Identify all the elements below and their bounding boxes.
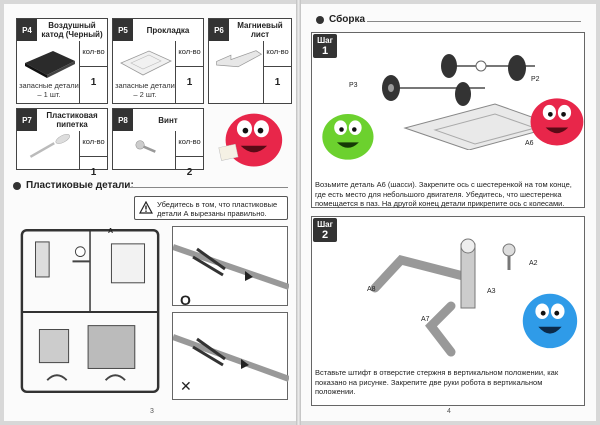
label-a7: A7 xyxy=(421,316,430,323)
qty-value: 1 xyxy=(186,77,193,88)
plastic-parts-title: Пластиковые детали: xyxy=(12,180,134,191)
part-code: P8 xyxy=(113,109,133,131)
qty-value: 1 xyxy=(90,167,97,178)
incorrect-cut-example xyxy=(171,312,291,400)
step-word: Шаг xyxy=(317,36,333,45)
chassis-axle-diagram xyxy=(382,54,559,150)
red-monster-illustration xyxy=(530,98,584,146)
part-name: Магниевый лист xyxy=(237,21,283,39)
label-p3: P3 xyxy=(349,82,358,89)
magnesium-sheet-image xyxy=(216,50,263,68)
divider xyxy=(128,187,288,188)
part-card-p6: P6 Магниевый лист кол-во 1 xyxy=(208,18,292,104)
label-a6: A6 xyxy=(525,140,534,147)
sprue-letter: A xyxy=(108,228,114,235)
blue-monster-illustration xyxy=(522,293,578,349)
cut-correct-image xyxy=(172,244,290,290)
part-card-p5: P5 Прокладка запасные детали – 2 шт. кол-… xyxy=(112,18,204,104)
label-a2: A2 xyxy=(529,260,538,267)
step-1-instructions: Возьмите деталь А6 (шасси). Закрепите ос… xyxy=(315,180,572,208)
plastic-sprue-diagram xyxy=(20,229,160,394)
label-a3: A3 xyxy=(487,288,496,295)
qty-label: кол-во xyxy=(176,131,203,157)
qty-value: 2 xyxy=(186,167,193,178)
divider xyxy=(367,21,581,22)
air-cathode-image xyxy=(25,51,75,78)
label-p2: P2 xyxy=(531,76,540,83)
warning-text: Убедитесь в том, что пластиковые детали … xyxy=(157,200,278,218)
gasket-image xyxy=(120,50,172,76)
qty-label: кол-во xyxy=(80,41,107,67)
warning-icon xyxy=(139,201,153,214)
part-code: P6 xyxy=(209,19,229,41)
correct-cut-example xyxy=(172,226,290,306)
assembly-title: Сборка xyxy=(315,14,365,25)
correct-mark: O xyxy=(180,292,191,308)
part-spare-note: запасные детали – 2 шт. xyxy=(115,81,175,99)
bullet-wave-icon xyxy=(13,181,21,190)
page-number: 4 xyxy=(447,408,451,415)
qty-label: кол-во xyxy=(264,41,291,67)
step-number: 2 xyxy=(321,229,329,241)
incorrect-mark: ✕ xyxy=(180,378,192,394)
part-code: P4 xyxy=(17,19,37,41)
part-card-p8: P8 Винт кол-во 2 xyxy=(112,108,204,178)
part-name: Прокладка xyxy=(146,25,190,35)
label-a8: A8 xyxy=(367,286,376,293)
green-monster-illustration xyxy=(322,113,374,160)
robot-arms-diagram xyxy=(370,238,516,357)
part-name: Пластиковая пипетка xyxy=(46,111,98,129)
page-number: 3 xyxy=(150,408,154,415)
part-card-p7: P7 Пластиковая пипетка кол-во 1 xyxy=(16,108,108,178)
step-number: 1 xyxy=(321,45,329,57)
part-name: Воздушный катод (Черный) xyxy=(41,21,103,39)
cut-incorrect-image xyxy=(171,334,291,382)
bullet-wave-icon xyxy=(316,15,324,24)
red-monster-illustration xyxy=(218,113,283,167)
part-name: Винт xyxy=(158,115,178,125)
plastic-parts-title-text: Пластиковые детали: xyxy=(26,180,134,191)
assembly-title-text: Сборка xyxy=(329,14,366,25)
qty-label: кол-во xyxy=(80,131,107,157)
qty-value: 1 xyxy=(90,77,97,88)
step-2-instructions: Вставьте штифт в отверстие стержня в вер… xyxy=(315,368,559,396)
qty-label: кол-во xyxy=(176,41,203,67)
book-spine xyxy=(296,0,301,425)
part-spare-note: запасные детали – 1 шт. xyxy=(19,81,79,99)
screw-image xyxy=(135,140,156,153)
pipette-image xyxy=(29,134,70,158)
part-code: P7 xyxy=(17,109,37,131)
step-word: Шаг xyxy=(317,220,333,229)
warning-box: Убедитесь в том, что пластиковые детали … xyxy=(134,196,288,220)
qty-value: 1 xyxy=(274,77,281,88)
part-code: P5 xyxy=(113,19,133,41)
